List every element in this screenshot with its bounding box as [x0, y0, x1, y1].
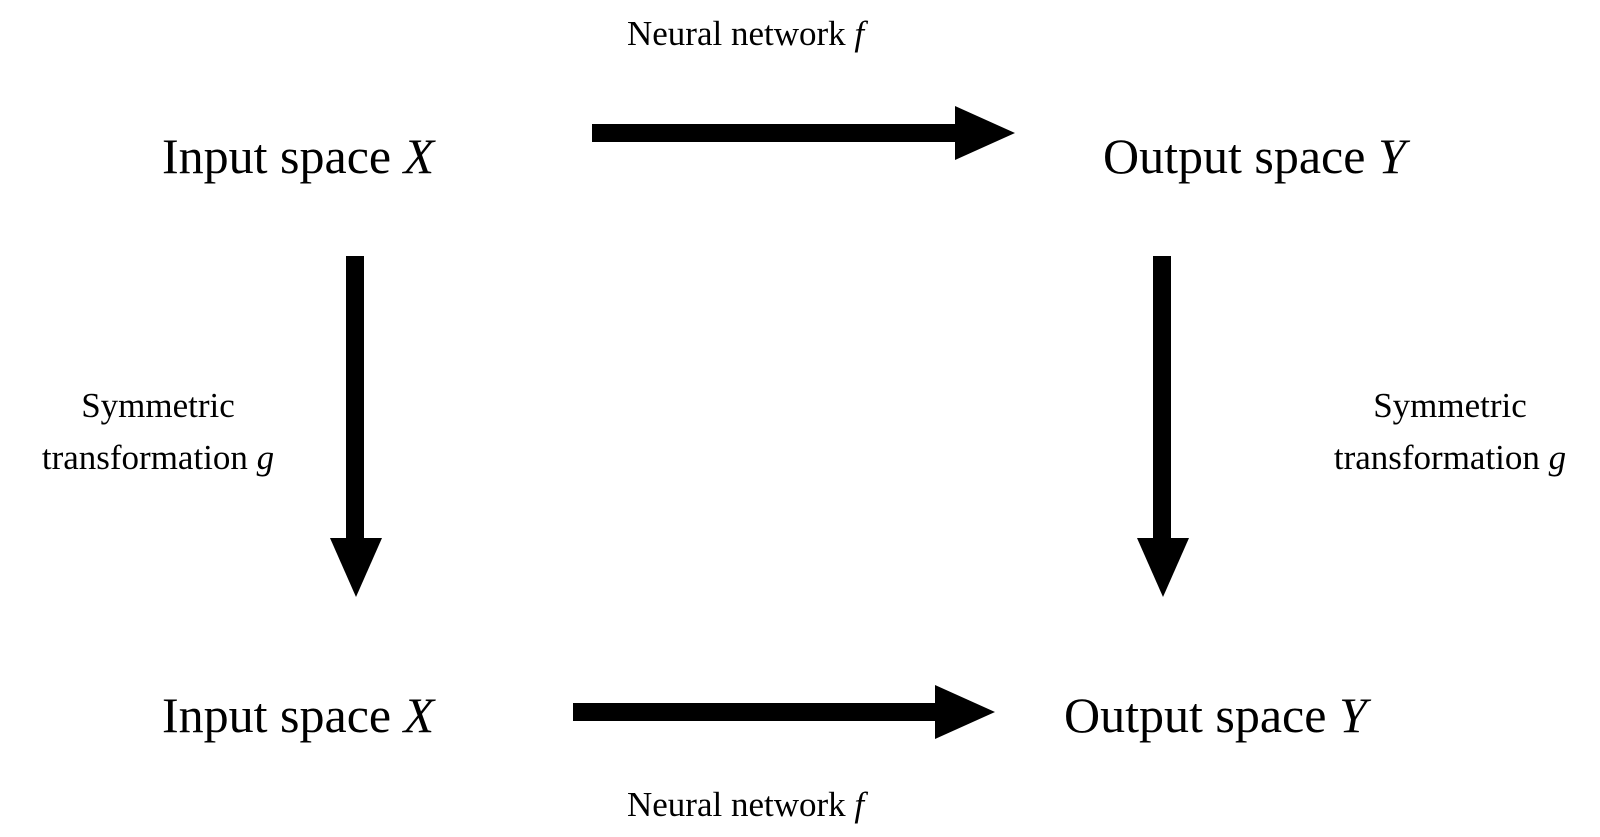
node-input-space-bottom-var: X	[403, 687, 435, 743]
label-symmetric-transformation-right: Symmetric transformation g	[1300, 380, 1600, 484]
node-input-space-bottom-text: Input space	[162, 687, 404, 743]
label-symmetric-right-line1: Symmetric	[1373, 386, 1527, 425]
node-output-space-bottom-var: Y	[1338, 687, 1367, 743]
label-neural-network-top-var: f	[854, 14, 865, 53]
label-neural-network-top: Neural network f	[627, 16, 864, 51]
label-symmetric-transformation-left: Symmetric transformation g	[8, 380, 308, 484]
label-symmetric-left-line2-text: transformation	[41, 438, 257, 477]
node-output-space-bottom-text: Output space	[1064, 687, 1339, 743]
label-neural-network-bottom-var: f	[854, 785, 865, 824]
node-input-space-top: Input space X	[162, 131, 434, 181]
node-input-space-top-var: X	[403, 128, 435, 184]
node-output-space-bottom: Output space Y	[1064, 690, 1367, 740]
label-symmetric-right-line2: transformation g	[1300, 432, 1600, 484]
label-neural-network-bottom: Neural network f	[627, 787, 864, 822]
label-symmetric-left-var: g	[256, 438, 275, 477]
arrow-left-g	[330, 256, 382, 597]
label-symmetric-right-line2-text: transformation	[1333, 438, 1549, 477]
node-input-space-bottom: Input space X	[162, 690, 434, 740]
label-symmetric-left-line2: transformation g	[8, 432, 308, 484]
node-input-space-top-text: Input space	[162, 128, 404, 184]
label-symmetric-left-line1: Symmetric	[81, 386, 235, 425]
label-symmetric-right-var: g	[1548, 438, 1567, 477]
node-output-space-top-text: Output space	[1103, 128, 1378, 184]
arrow-bottom-f	[573, 685, 995, 739]
node-output-space-top: Output space Y	[1103, 131, 1406, 181]
arrow-right-g	[1137, 256, 1189, 597]
label-neural-network-bottom-text: Neural network	[627, 785, 855, 824]
arrow-top-f	[592, 106, 1015, 160]
label-neural-network-top-text: Neural network	[627, 14, 855, 53]
node-output-space-top-var: Y	[1377, 128, 1406, 184]
